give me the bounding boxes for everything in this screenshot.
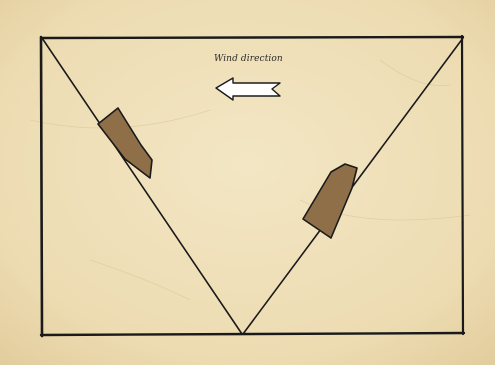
wind-direction-label: Wind direction [214, 54, 283, 64]
